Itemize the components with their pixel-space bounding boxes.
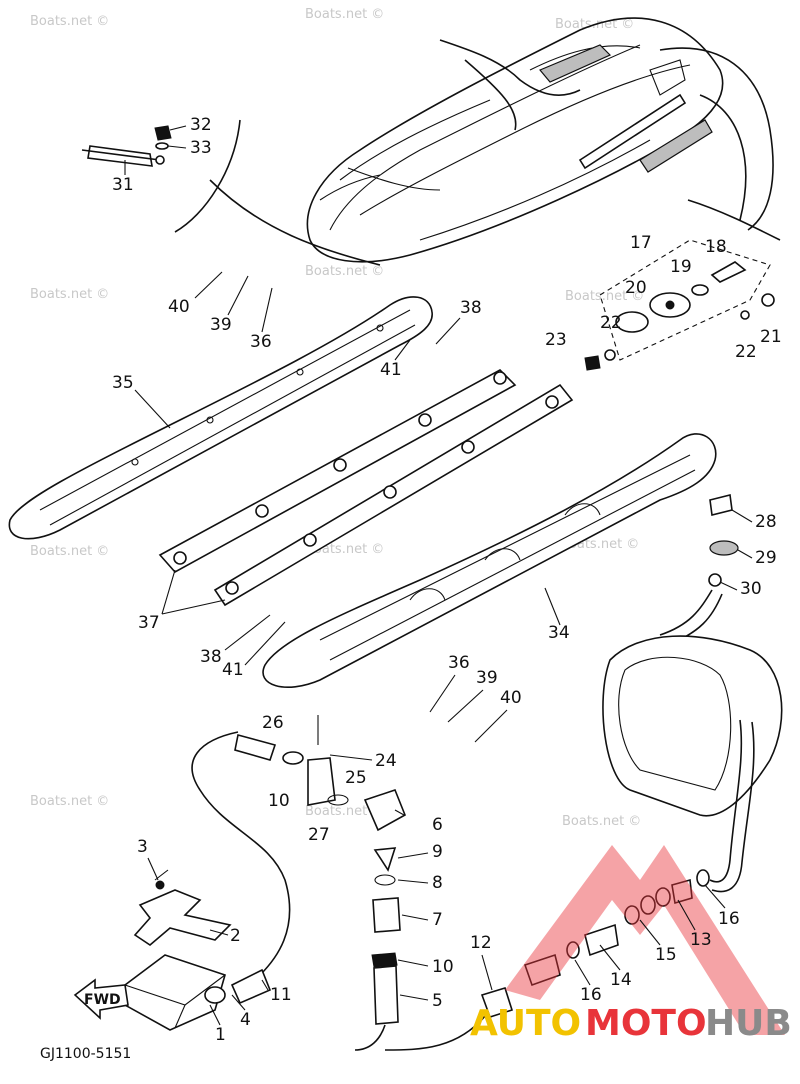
bracket-24 [234, 715, 349, 806]
watermark-text: Boats.net © [30, 544, 109, 559]
callout-17: 17 [630, 233, 652, 253]
jet-pump-parts [602, 494, 783, 893]
watermark-text: Boats.net © [30, 14, 109, 29]
callout-5: 5 [432, 991, 443, 1011]
callout-15: 15 [655, 945, 677, 965]
callout-39: 39 [210, 315, 232, 335]
callout-labels: 32 33 31 17 18 19 20 21 22 22 23 40 39 3… [112, 115, 782, 1045]
callout-22: 22 [735, 342, 757, 362]
callout-21: 21 [760, 327, 782, 347]
logo-triangle-icon [505, 845, 785, 1035]
callout-20: 20 [625, 278, 647, 298]
callout-38: 38 [460, 298, 482, 318]
callout-32: 32 [190, 115, 212, 135]
callout-14: 14 [610, 970, 632, 990]
watercraft-hull [306, 17, 724, 263]
callout-29: 29 [755, 548, 777, 568]
watermark-text: Boats.net © [305, 264, 384, 279]
hose-lower [384, 1009, 491, 1051]
callout-39: 39 [476, 668, 498, 688]
watermark-text: Boats.net © [562, 814, 641, 829]
callout-33: 33 [190, 138, 212, 158]
sponson-part-34 [262, 433, 717, 688]
watermark-text: Boats.net © [305, 7, 384, 22]
callout-13: 13 [690, 930, 712, 950]
callout-35: 35 [112, 373, 134, 393]
watermarks: Boats.net © Boats.net © Boats.net © Boat… [30, 7, 644, 829]
callout-25: 25 [345, 768, 367, 788]
callout-6: 6 [432, 815, 443, 835]
callout-7: 7 [432, 910, 443, 930]
callout-36: 36 [250, 332, 272, 352]
callout-37: 37 [138, 613, 160, 633]
watermark-text: Boats.net © [30, 794, 109, 809]
bracket-37 [158, 369, 574, 607]
callout-23: 23 [545, 330, 567, 350]
callout-4: 4 [240, 1010, 251, 1030]
bracket-assembly-17 [584, 239, 775, 371]
callout-40: 40 [168, 297, 190, 317]
callout-2: 2 [230, 926, 241, 946]
callout-36: 36 [448, 653, 470, 673]
callout-26: 26 [262, 713, 284, 733]
callout-10: 10 [432, 957, 454, 977]
fwd-arrow: FWD [73, 978, 129, 1020]
fwd-label: FWD [84, 992, 121, 1008]
callout-leaders [124, 125, 753, 1026]
callout-38: 38 [200, 647, 222, 667]
lower-fittings [354, 789, 407, 1051]
callout-1: 1 [215, 1025, 226, 1045]
automotohub-logo: AUTO MOTO HUB [470, 845, 792, 1044]
callout-10: 10 [268, 791, 290, 811]
logo-text-hub: HUB [705, 1003, 792, 1044]
callout-41: 41 [222, 660, 244, 680]
diagram-code: GJ1100-5151 [40, 1046, 131, 1062]
cable-assembly-31 [81, 125, 172, 167]
callout-16: 16 [718, 909, 740, 929]
watermark-text: Boats.net © [305, 804, 384, 819]
callout-18: 18 [705, 237, 727, 257]
callout-11: 11 [270, 985, 292, 1005]
watermark-text: Boats.net © [565, 289, 644, 304]
callout-28: 28 [755, 512, 777, 532]
watermark-text: Boats.net © [30, 287, 109, 302]
rail-part-35 [8, 296, 433, 540]
callout-8: 8 [432, 873, 443, 893]
callout-9: 9 [432, 842, 443, 862]
callout-27: 27 [308, 825, 330, 845]
callout-41: 41 [380, 360, 402, 380]
callout-34: 34 [548, 623, 570, 643]
callout-30: 30 [740, 579, 762, 599]
callout-22: 22 [600, 313, 622, 333]
bracket-2 [133, 869, 232, 947]
callout-16: 16 [580, 985, 602, 1005]
callout-19: 19 [670, 257, 692, 277]
callout-3: 3 [137, 837, 148, 857]
callout-12: 12 [470, 933, 492, 953]
lower-right-parts [480, 869, 710, 1018]
callout-24: 24 [375, 751, 397, 771]
logo-text-moto: MOTO [585, 1003, 707, 1044]
callout-40: 40 [500, 688, 522, 708]
hose-loop [191, 731, 291, 976]
logo-text-auto: AUTO [470, 1003, 581, 1044]
callout-31: 31 [112, 175, 134, 195]
hull-leaders [174, 47, 781, 266]
